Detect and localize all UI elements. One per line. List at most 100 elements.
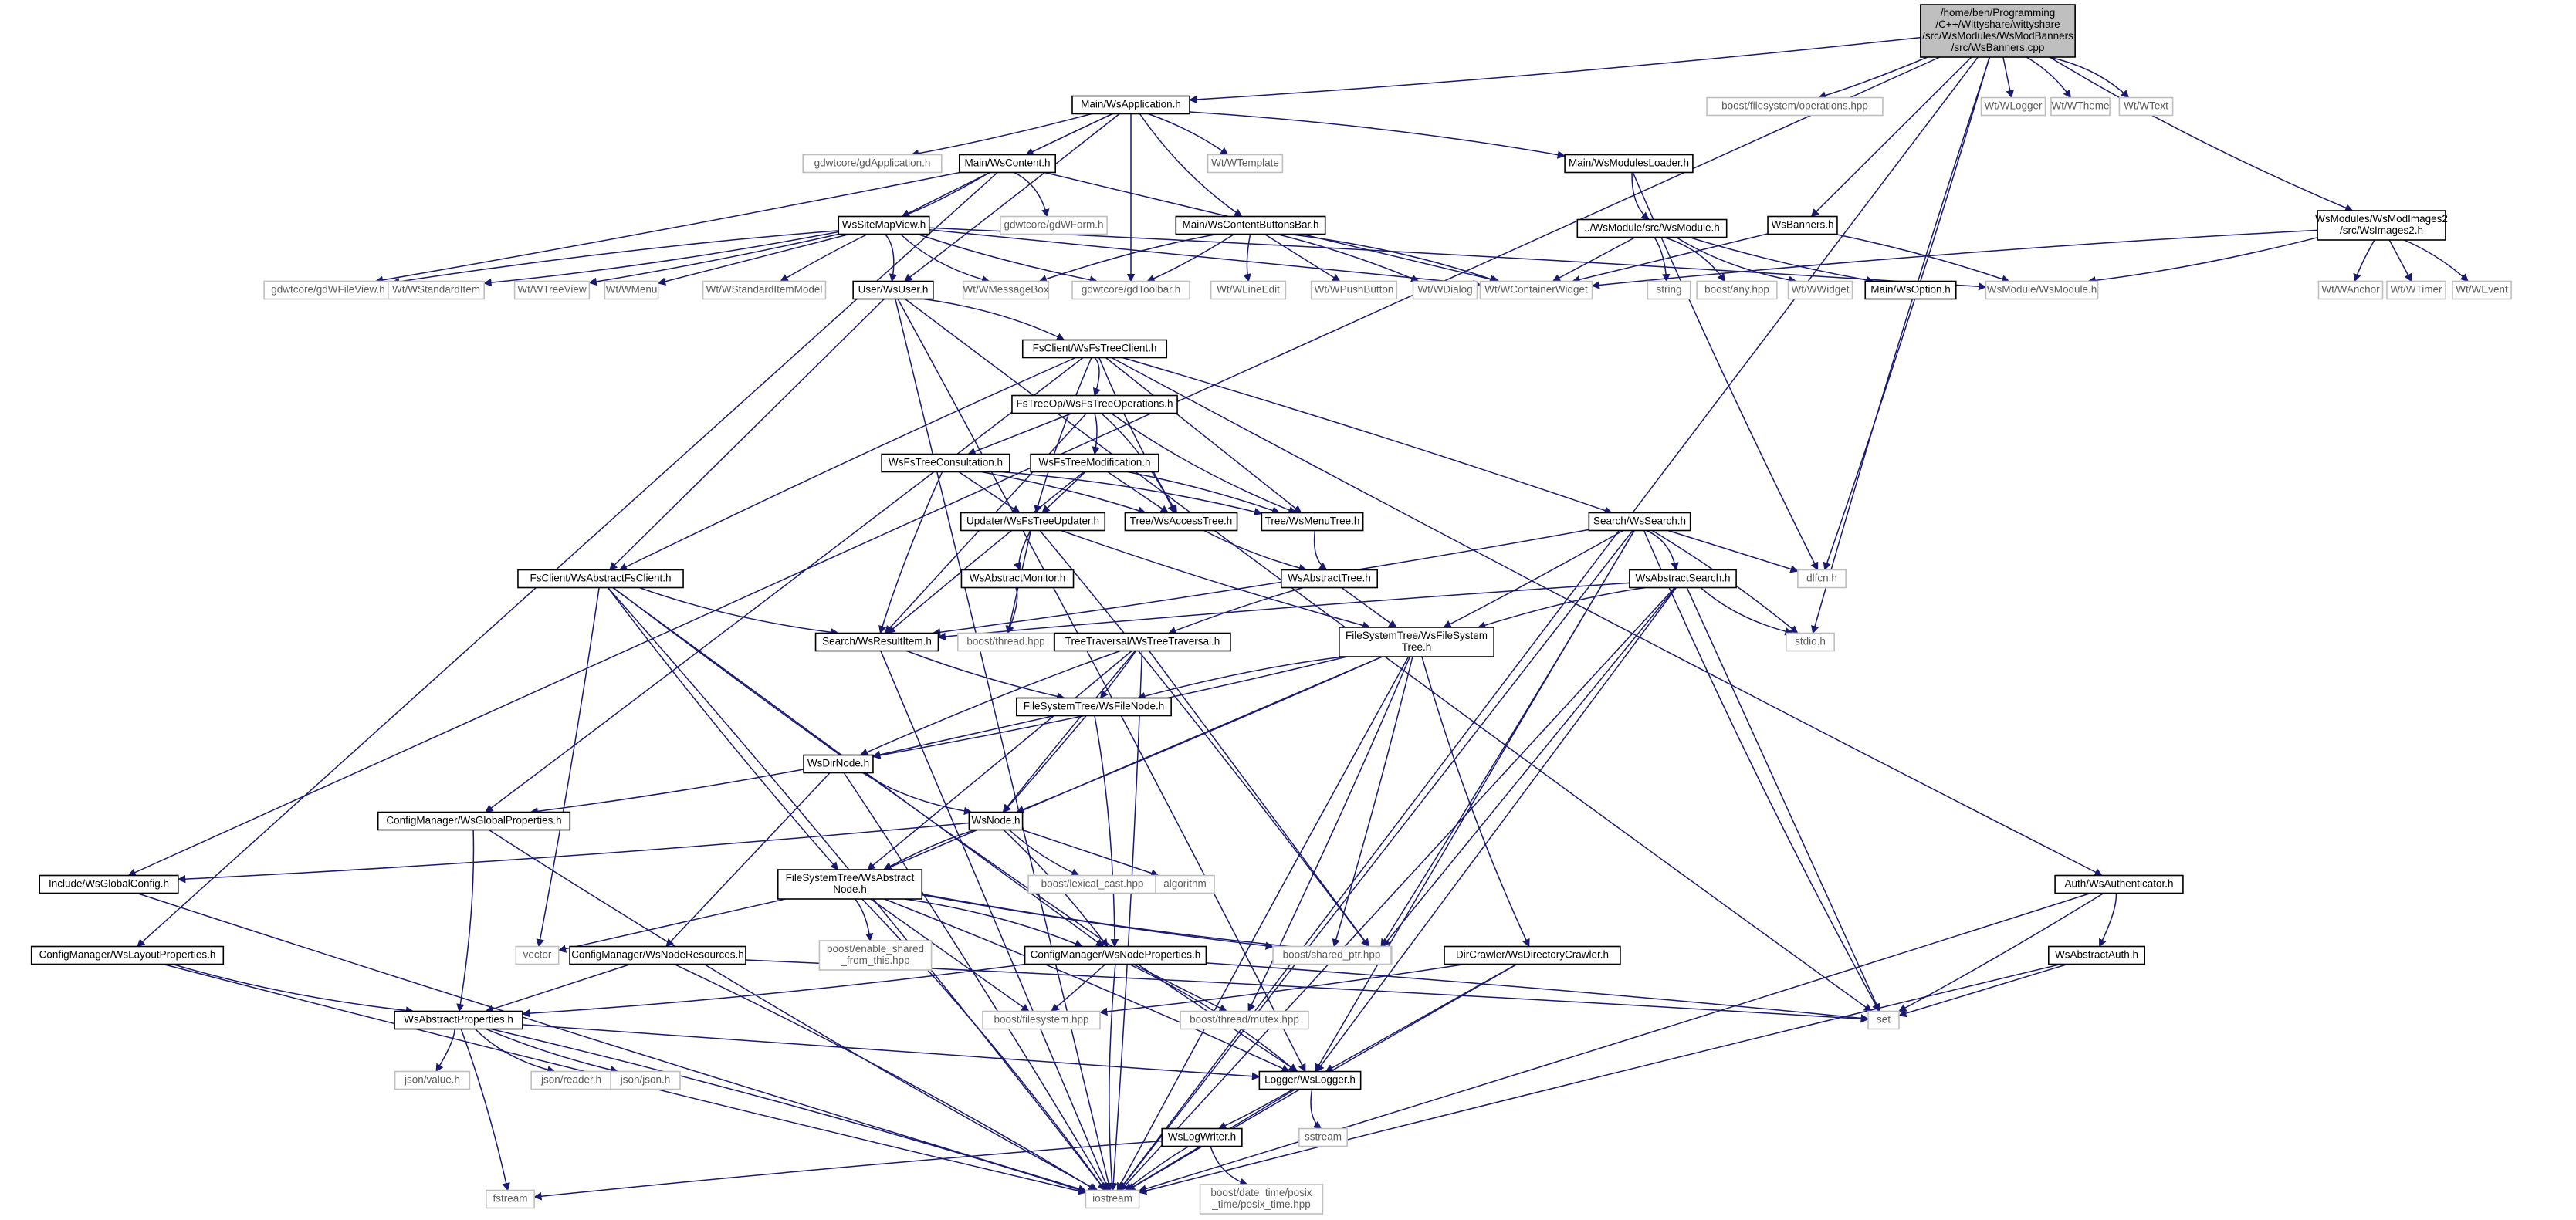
edge-wsapp-to-wsmodloader <box>1189 111 1566 159</box>
node-fstreeops[interactable]: FsTreeOp/WsFsTreeOperations.h <box>1011 394 1178 414</box>
node-absfsclient[interactable]: FsClient/WsAbstractFsClient.h <box>517 569 684 589</box>
node-box <box>2452 280 2512 300</box>
node-fsconsult[interactable]: WsFsTreeConsultation.h <box>881 453 1010 473</box>
node-wsoption[interactable]: Main/WsOption.h <box>1864 280 1957 300</box>
node-search[interactable]: Search/WsSearch.h <box>1588 512 1691 532</box>
node-wssitemap[interactable]: WsSiteMapView.h <box>838 215 930 235</box>
edge-absnode-to-enableshared <box>855 898 874 942</box>
node-box <box>1161 1127 1243 1147</box>
edge-resultitem-to-filenode <box>906 650 1065 701</box>
node-label: Wt/WTheme <box>2051 100 2109 112</box>
node-accesstree[interactable]: Tree/WsAccessTree.h <box>1124 512 1238 532</box>
node-dircrawler[interactable]: DirCrawler/WsDirectoryCrawler.h <box>1444 945 1621 965</box>
node-globalconfig[interactable]: Include/WsGlobalConfig.h <box>39 874 179 894</box>
node-fsmodif[interactable]: WsFsTreeModification.h <box>1030 453 1159 473</box>
edge-resultitem-to-iostream <box>880 651 1110 1191</box>
node-box <box>1210 280 1287 300</box>
edge-wsapp-to-wsuser <box>903 113 1120 282</box>
node-wsapp[interactable]: Main/WsApplication.h <box>1071 95 1190 115</box>
node-noderesources[interactable]: ConfigManager/WsNodeResources.h <box>569 945 746 965</box>
edge-abssearch-to-logger <box>1315 587 1677 1073</box>
node-label: Wt/WDialog <box>1417 284 1472 296</box>
node-label: WsLogWriter.h <box>1168 1131 1236 1143</box>
edge-wssitemap-to-wmenu <box>657 233 850 286</box>
node-root[interactable]: /home/ben/Programming/C++/Wittyshare/wit… <box>1920 4 2076 58</box>
node-box <box>803 754 874 774</box>
node-logwriter[interactable]: WsLogWriter.h <box>1161 1127 1243 1147</box>
node-dirnode[interactable]: WsDirNode.h <box>803 754 874 774</box>
node-box <box>1797 569 1847 589</box>
node-box <box>1054 632 1231 652</box>
node-label: Wt/WTreeView <box>517 284 587 296</box>
node-box <box>1767 215 1838 235</box>
edge-fstreeops-to-menutree <box>1110 412 1297 514</box>
node-box <box>960 512 1106 532</box>
node-enableshared: boost/enable_shared_from_this.hpp <box>818 940 933 971</box>
node-treetrav[interactable]: TreeTraversal/WsTreeTraversal.h <box>1054 632 1231 652</box>
edge-wscontent-to-gdfileview <box>374 171 960 285</box>
node-label: Main/WsApplication.h <box>1081 99 1181 110</box>
edge-absprops-to-jsonreader <box>474 1028 556 1074</box>
node-box <box>1980 96 2046 117</box>
node-box <box>1564 154 1694 174</box>
node-layer: /home/ben/Programming/C++/Wittyshare/wit… <box>30 4 2512 1215</box>
edge-absnode-to-bfs <box>870 898 1030 1012</box>
node-wcontainer: Wt/WContainerWidget <box>1479 280 1593 300</box>
node-box <box>394 1070 471 1090</box>
node-logger[interactable]: Logger/WsLogger.h <box>1258 1070 1362 1090</box>
node-label: Wt/WStandardItemModel <box>706 284 823 296</box>
node-absauth[interactable]: WsAbstractAuth.h <box>2048 945 2146 965</box>
edge-nodeprops-to-set <box>1206 962 1870 1022</box>
edge-fstreeclient-to-updater <box>1034 357 1092 514</box>
node-resultitem[interactable]: Search/WsResultItem.h <box>814 632 939 652</box>
edge-wsnode-to-absnode <box>882 829 976 870</box>
node-absmonitor[interactable]: WsAbstractMonitor.h <box>960 569 1075 589</box>
node-label: /src/WsBanners.cpp <box>1951 42 2045 53</box>
node-label: WsAbstractMonitor.h <box>970 573 1066 584</box>
node-wsnode[interactable]: WsNode.h <box>968 811 1024 831</box>
edge-fstreeclient-to-absfsclient <box>618 357 1076 571</box>
edge-absnode-to-logger <box>884 898 1290 1073</box>
edge-fsmodif-to-menutree <box>1127 471 1281 515</box>
node-box <box>1310 280 1398 300</box>
node-abssearch[interactable]: WsAbstractSearch.h <box>1629 569 1737 589</box>
node-box <box>1024 945 1207 965</box>
node-wscontent[interactable]: Main/WsContent.h <box>959 154 1057 174</box>
node-sharedptr: boost/shared_ptr.hpp <box>1272 945 1391 965</box>
node-label: FsTreeOp/WsFsTreeOperations.h <box>1016 398 1173 410</box>
node-abstree[interactable]: WsAbstractTree.h <box>1281 569 1379 589</box>
node-box <box>777 869 923 900</box>
node-absprops[interactable]: WsAbstractProperties.h <box>394 1010 523 1030</box>
edge-treetrav-to-absnode <box>867 650 1132 870</box>
edge-abssearch-to-stdio <box>1700 586 1793 636</box>
node-wsuser[interactable]: User/WsUser.h <box>852 280 934 300</box>
node-box <box>610 1070 681 1090</box>
edge-fstreeclient-to-menutree <box>1105 357 1302 514</box>
node-globalprops[interactable]: ConfigManager/WsGlobalProperties.h <box>377 811 571 831</box>
node-label: User/WsUser.h <box>858 284 929 296</box>
node-box <box>1588 512 1691 532</box>
node-wsmodimages2[interactable]: WsModules/WsModImages2/src/WsImages2.h <box>2315 210 2448 241</box>
edge-filenode-to-wsnode <box>1003 715 1087 813</box>
node-bthread: boost/thread.hpp <box>957 632 1055 652</box>
node-nodeprops[interactable]: ConfigManager/WsNodeProperties.h <box>1024 945 1207 965</box>
node-srcwsmodule[interactable]: ../WsModule/src/WsModule.h <box>1576 218 1728 238</box>
edge-root-to-stdio <box>1811 56 1991 634</box>
edge-absfsclient-to-vector <box>536 587 600 948</box>
node-box <box>1207 154 1284 174</box>
node-layoutprops[interactable]: ConfigManager/WsLayoutProperties.h <box>30 945 225 965</box>
node-contentbtns[interactable]: Main/WsContentButtonsBar.h <box>1175 215 1326 235</box>
node-authenticator[interactable]: Auth/WsAuthenticator.h <box>2054 874 2184 894</box>
node-label: Wt/WTimer <box>2391 284 2442 296</box>
node-filenode[interactable]: FileSystemTree/WsFileNode.h <box>1016 697 1172 717</box>
node-wsbanners[interactable]: WsBanners.h <box>1767 215 1838 235</box>
node-label: /home/ben/Programming <box>1941 7 2056 19</box>
edge-srcwsmodule-to-wwidget <box>1675 236 1797 284</box>
node-menutree[interactable]: Tree/WsMenuTree.h <box>1261 512 1364 532</box>
node-wsmodloader[interactable]: Main/WsModulesLoader.h <box>1564 154 1694 174</box>
node-label: WsModule/WsModule.h <box>1987 284 2097 296</box>
node-updater[interactable]: Updater/WsFsTreeUpdater.h <box>960 512 1106 532</box>
node-fstreeclient[interactable]: FsClient/WsFsTreeClient.h <box>1021 339 1168 359</box>
